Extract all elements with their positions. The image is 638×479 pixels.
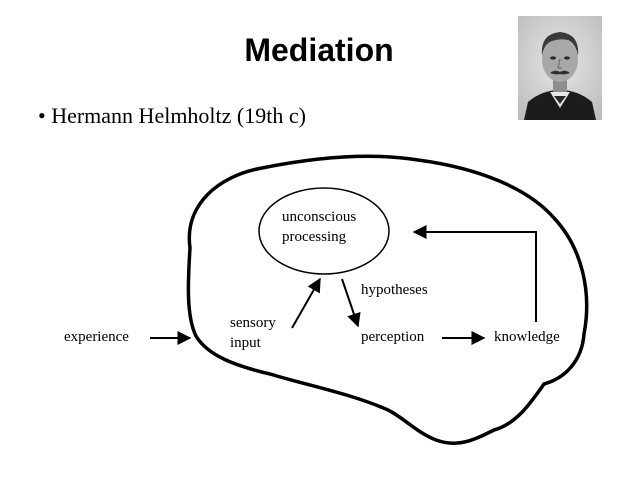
bullet-helmholtz: • Hermann Helmholtz (19th c): [38, 103, 306, 128]
label-knowledge: knowledge: [494, 329, 560, 345]
slide-title: Mediation: [244, 32, 394, 68]
label-input: input: [230, 335, 261, 351]
arrow-unconscious-to-perception: [341, 278, 361, 328]
portrait-photo-icon: [518, 16, 602, 120]
arrow-knowledge-feedback: [412, 225, 537, 322]
brain-outline-icon: [186, 154, 589, 445]
label-sensory: sensory: [230, 315, 276, 331]
label-unconscious: unconscious: [282, 209, 357, 225]
label-experience: experience: [64, 329, 129, 345]
unconscious-processing-ellipse: [258, 187, 390, 275]
label-perception: perception: [361, 329, 425, 345]
label-hypotheses: hypotheses: [361, 282, 428, 298]
arrow-sensory-to-unconscious: [291, 277, 321, 329]
label-processing: processing: [282, 229, 347, 245]
